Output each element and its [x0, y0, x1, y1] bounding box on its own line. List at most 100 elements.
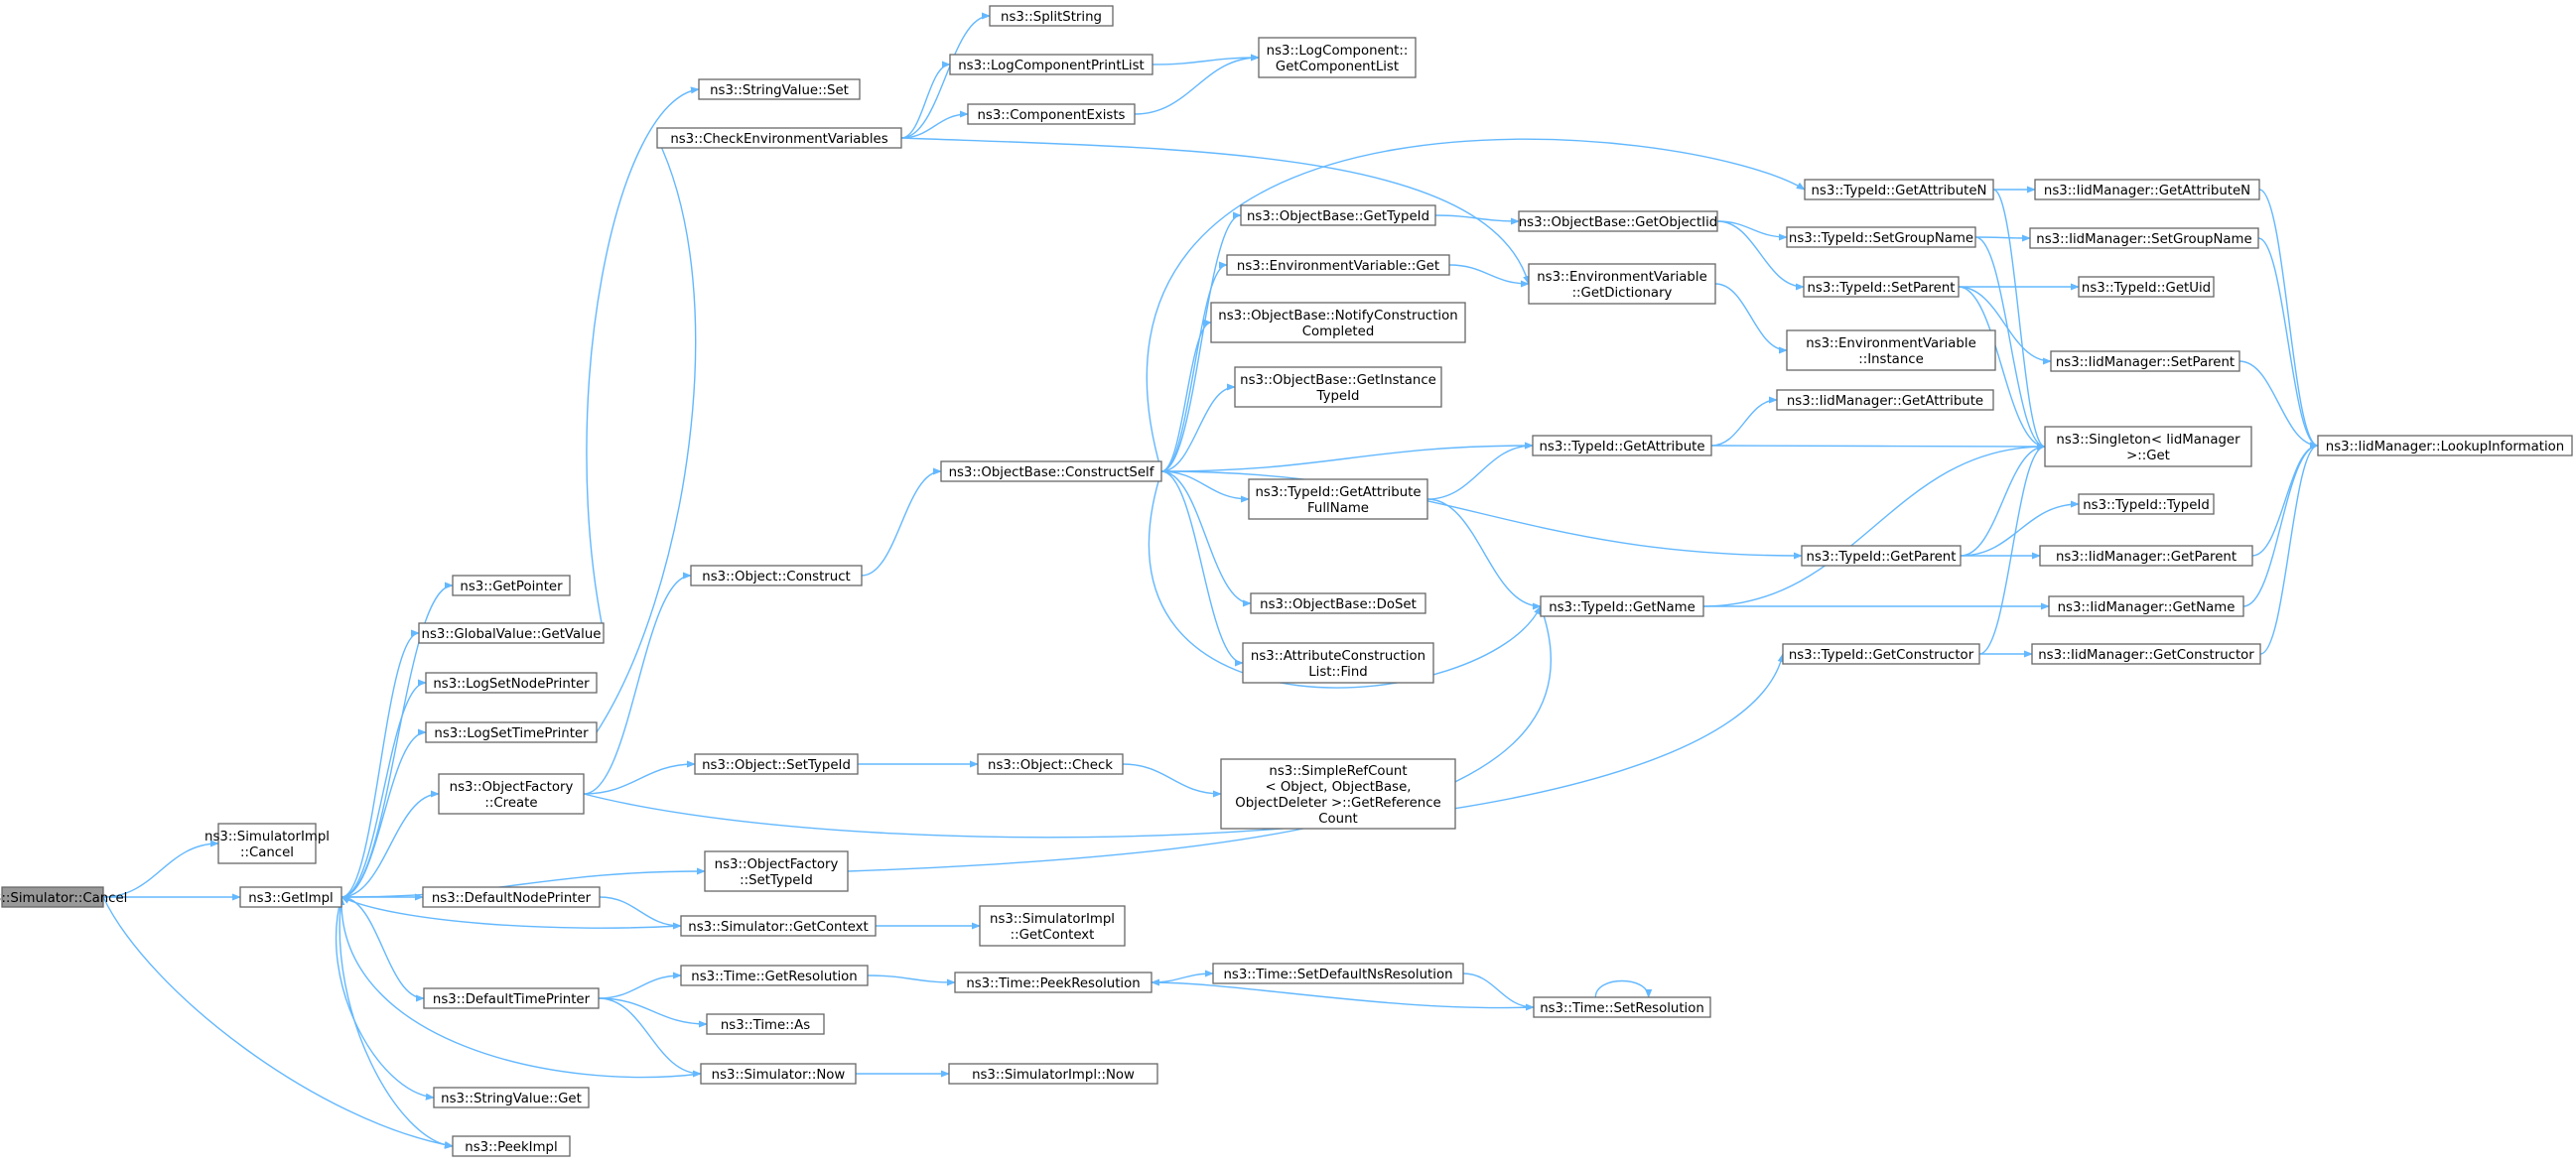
graph-edge	[867, 974, 956, 986]
graph-node[interactable]: ns3::EnvironmentVariable::GetDictionary	[1528, 263, 1716, 305]
graph-node[interactable]: ns3::IidManager::SetParent	[2050, 350, 2240, 372]
node-label-line: ns3::ObjectBase::ConstructSelf	[949, 465, 1154, 480]
graph-node[interactable]: ns3::TypeId::GetParent	[1801, 545, 1962, 567]
graph-node[interactable]: ns3::ObjectFactory::SetTypeId	[704, 850, 849, 892]
graph-node[interactable]: ns3::ObjectBase::NotifyConstructionCompl…	[1210, 302, 1466, 343]
node-box	[1210, 302, 1466, 343]
graph-node[interactable]: ns3::Object::SetTypeId	[694, 753, 859, 775]
node-label-line: ns3::TypeId::GetAttributeN	[1812, 184, 1987, 198]
graph-node[interactable]: ns3::PeekImpl	[452, 1135, 571, 1157]
edge-group	[2257, 237, 2319, 450]
edge-group	[2251, 442, 2319, 557]
graph-node[interactable]: ns3::TypeId::GetName	[1540, 595, 1704, 617]
graph-edge	[583, 653, 1785, 839]
edge-group	[586, 86, 700, 634]
node-label-line: ns3::ObjectBase::GetInstance	[1240, 373, 1436, 388]
node-label-line: ns3::AttributeConstruction	[1251, 649, 1425, 664]
graph-node[interactable]: ns3::IidManager::GetAttributeN	[2034, 179, 2260, 200]
graph-node[interactable]: ns3::SimulatorImpl::GetContext	[979, 905, 1126, 947]
graph-edge	[1160, 470, 1244, 667]
graph-node[interactable]: ns3::Time::SetDefaultNsResolution	[1212, 963, 1464, 984]
graph-node[interactable]: ns3::StringValue::Set	[698, 78, 861, 100]
graph-node[interactable]: ns3::SimulatorImpl::Cancel	[204, 823, 330, 864]
graph-node[interactable]: ns3::Simulator::GetContext	[680, 915, 877, 937]
graph-node[interactable]: ns3::GetPointer	[452, 575, 571, 596]
node-label-line: ns3::Simulator::Now	[712, 1068, 846, 1083]
graph-node[interactable]: ns3::EnvironmentVariable::Get	[1226, 254, 1450, 276]
graph-node[interactable]: ns3::TypeId::GetConstructor	[1782, 643, 1980, 665]
graph-edge	[586, 86, 700, 634]
graph-edge	[2258, 189, 2319, 450]
graph-node[interactable]: ns3::CheckEnvironmentVariables	[656, 127, 902, 149]
graph-node[interactable]: ns3::TypeId::TypeId	[2078, 493, 2215, 515]
graph-node[interactable]: ns3::GetImpl	[239, 886, 342, 908]
edge-group	[1978, 443, 2046, 655]
graph-edge	[338, 896, 702, 1079]
graph-node[interactable]: ns3::IidManager::GetConstructor	[2031, 643, 2261, 665]
graph-node[interactable]: ns3::IidManager::GetAttribute	[1776, 389, 1994, 411]
node-label-line: ns3::Object::Check	[988, 758, 1113, 773]
graph-edge	[1978, 443, 2046, 655]
graph-node[interactable]: ns3::LogComponentPrintList	[949, 54, 1153, 75]
edge-group	[1134, 54, 1260, 115]
node-box	[1540, 595, 1704, 617]
graph-node[interactable]: ns3::LogSetTimePrinter	[425, 721, 598, 743]
graph-edge	[1160, 470, 1252, 607]
node-label-line: ns3::TypeId::GetUid	[2082, 281, 2211, 296]
graph-node[interactable]: ns3::GlobalValue::GetValue	[418, 622, 605, 644]
graph-node[interactable]: ns3::Time::GetResolution	[680, 965, 869, 986]
node-label-line: ::Cancel	[240, 845, 294, 860]
edge-group	[340, 896, 682, 929]
node-label-line: ns3::LogSetTimePrinter	[434, 726, 589, 741]
graph-node[interactable]: ns3::EnvironmentVariable::Instance	[1786, 329, 1996, 371]
node-label-line: List::Find	[1308, 665, 1367, 680]
graph-node[interactable]: ns3::DefaultTimePrinter	[423, 987, 600, 1009]
graph-node[interactable]: ns3::TypeId::SetGroupName	[1786, 226, 1976, 248]
graph-node[interactable]: ns3::TypeId::GetUid	[2078, 276, 2215, 298]
edge-group	[1160, 261, 1228, 472]
graph-node[interactable]: ns3::StringValue::Get	[433, 1087, 590, 1108]
graph-node[interactable]: ns3::TypeId::GetAttribute	[1532, 435, 1712, 456]
node-box	[1801, 545, 1962, 567]
graph-node[interactable]: ns3::TypeId::SetParent	[1803, 276, 1960, 298]
graph-node[interactable]: ns3::ObjectFactory::Create	[438, 773, 585, 815]
graph-node[interactable]: ns3::ObjectBase::DoSet	[1250, 592, 1426, 614]
graph-edge	[900, 110, 969, 139]
graph-node[interactable]: ns3::LogComponent::GetComponentList	[1258, 37, 1417, 78]
edge-group	[338, 896, 702, 1079]
graph-node[interactable]: ns3::SimpleRefCount< Object, ObjectBase,…	[1220, 758, 1456, 830]
node-box	[1240, 204, 1436, 226]
graph-node[interactable]: ns3::Time::PeekResolution	[954, 972, 1152, 993]
edge-group	[900, 12, 991, 139]
graph-node[interactable]: ns3::Object::Construct	[690, 565, 863, 586]
node-label-line: ns3::CheckEnvironmentVariables	[670, 132, 887, 147]
graph-node[interactable]: ns3::DefaultNodePrinter	[422, 886, 601, 908]
graph-node[interactable]: ns3::Time::SetResolution	[1533, 996, 1711, 1018]
graph-node[interactable]: ns3::SimulatorImpl::Now	[948, 1063, 1158, 1085]
graph-node[interactable]: ns3::ObjectBase::GetObjectIid	[1518, 210, 1718, 232]
graph-node[interactable]: ns3::Simulator::Cancel	[0, 886, 127, 908]
graph-node[interactable]: ns3::TypeId::GetAttributeN	[1804, 179, 1994, 200]
node-label-line: ns3::TypeId::GetParent	[1807, 550, 1957, 565]
graph-node[interactable]: ns3::ObjectBase::ConstructSelf	[940, 460, 1162, 482]
graph-node[interactable]: ns3::IidManager::GetParent	[2039, 545, 2253, 567]
graph-node[interactable]: ns3::Simulator::Now	[700, 1063, 857, 1085]
graph-node[interactable]: ns3::IidManager::SetGroupName	[2029, 227, 2259, 249]
graph-edge	[1426, 442, 1534, 500]
node-label-line: ns3::DefaultNodePrinter	[432, 891, 592, 906]
graph-node[interactable]: ns3::ObjectBase::GetTypeId	[1240, 204, 1436, 226]
graph-node[interactable]: ns3::Time::As	[706, 1013, 825, 1035]
graph-node[interactable]: ns3::ComponentExists	[967, 103, 1136, 125]
graph-node[interactable]: ns3::Singleton< IidManager>::Get	[2044, 426, 2252, 467]
graph-node[interactable]: ns3::IidManager::LookupInformation	[2317, 435, 2573, 456]
node-label-line: ns3::Simulator::GetContext	[688, 920, 868, 935]
graph-node[interactable]: ns3::LogSetNodePrinter	[425, 672, 598, 694]
graph-node[interactable]: ns3::Object::Check	[977, 753, 1124, 775]
graph-edge	[596, 137, 697, 733]
graph-edge	[1594, 979, 1653, 998]
graph-node[interactable]: ns3::IidManager::GetName	[2048, 595, 2244, 617]
graph-node[interactable]: ns3::SplitString	[989, 5, 1114, 27]
